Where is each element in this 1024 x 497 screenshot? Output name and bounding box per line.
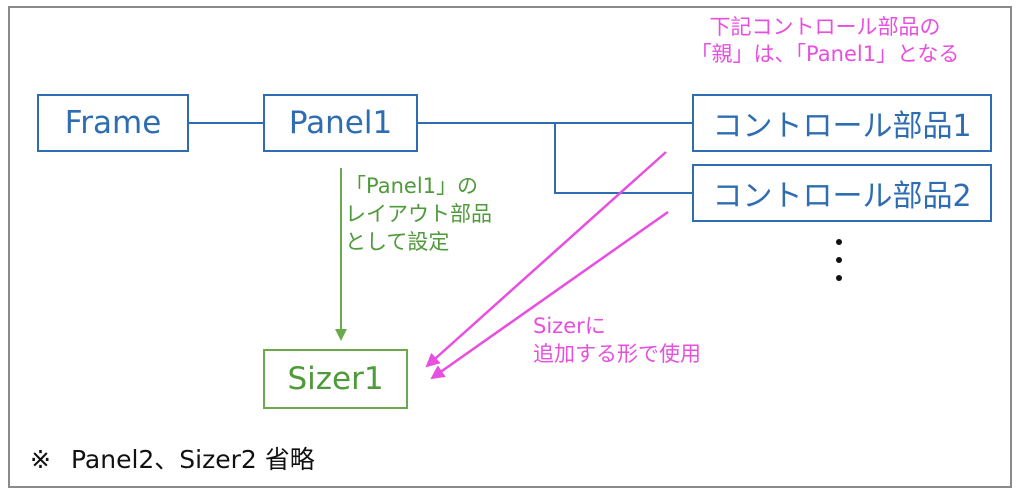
sizer-add-arrow-2: [430, 210, 669, 380]
panel1-control2-connector: [554, 123, 692, 194]
frame-node-label: Frame: [64, 105, 162, 141]
diagram-border: [8, 6, 1012, 488]
parent-note-line1: 下記コントロール部品の: [709, 15, 941, 39]
sizer1-node: Sizer1: [263, 349, 408, 409]
sizer1-node-label: Sizer1: [287, 361, 384, 397]
control2-node-label: コントロール部品2: [712, 179, 972, 214]
footnote: ※ Panel2、Sizer2 省略: [30, 440, 315, 476]
frame-node: Frame: [37, 94, 189, 152]
footnote-mark: ※: [30, 445, 51, 474]
parent-note-line2: 「親」は、「Panel1」となる: [690, 42, 960, 66]
ellipsis-dot: [836, 275, 842, 281]
sizer-add-arrow-1: [425, 151, 667, 368]
layout-note-line2: レイアウト部品: [345, 202, 492, 226]
ellipsis-dot: [836, 239, 842, 245]
control1-node-label: コントロール部品1: [712, 109, 972, 144]
sizer-note: Sizerに 追加する形で使用: [533, 312, 701, 368]
layout-note-line3: として設定: [345, 230, 450, 254]
layout-arrow-head: [335, 329, 347, 341]
panel1-node: Panel1: [263, 94, 418, 152]
more-items-ellipsis: [829, 239, 849, 293]
sizer-note-line1: Sizerに: [533, 314, 606, 338]
sizer-note-line2: 追加する形で使用: [533, 342, 701, 366]
parent-note: 下記コントロール部品の 「親」は、「Panel1」となる: [640, 14, 1010, 68]
panel1-node-label: Panel1: [288, 105, 393, 141]
control2-node: コントロール部品2: [692, 164, 992, 222]
ellipsis-dot: [836, 257, 842, 263]
layout-note-line1: 「Panel1」の: [345, 174, 479, 198]
footnote-text: Panel2、Sizer2 省略: [70, 445, 315, 474]
layout-note: 「Panel1」の レイアウト部品 として設定: [345, 172, 492, 256]
control1-node: コントロール部品1: [692, 94, 992, 152]
